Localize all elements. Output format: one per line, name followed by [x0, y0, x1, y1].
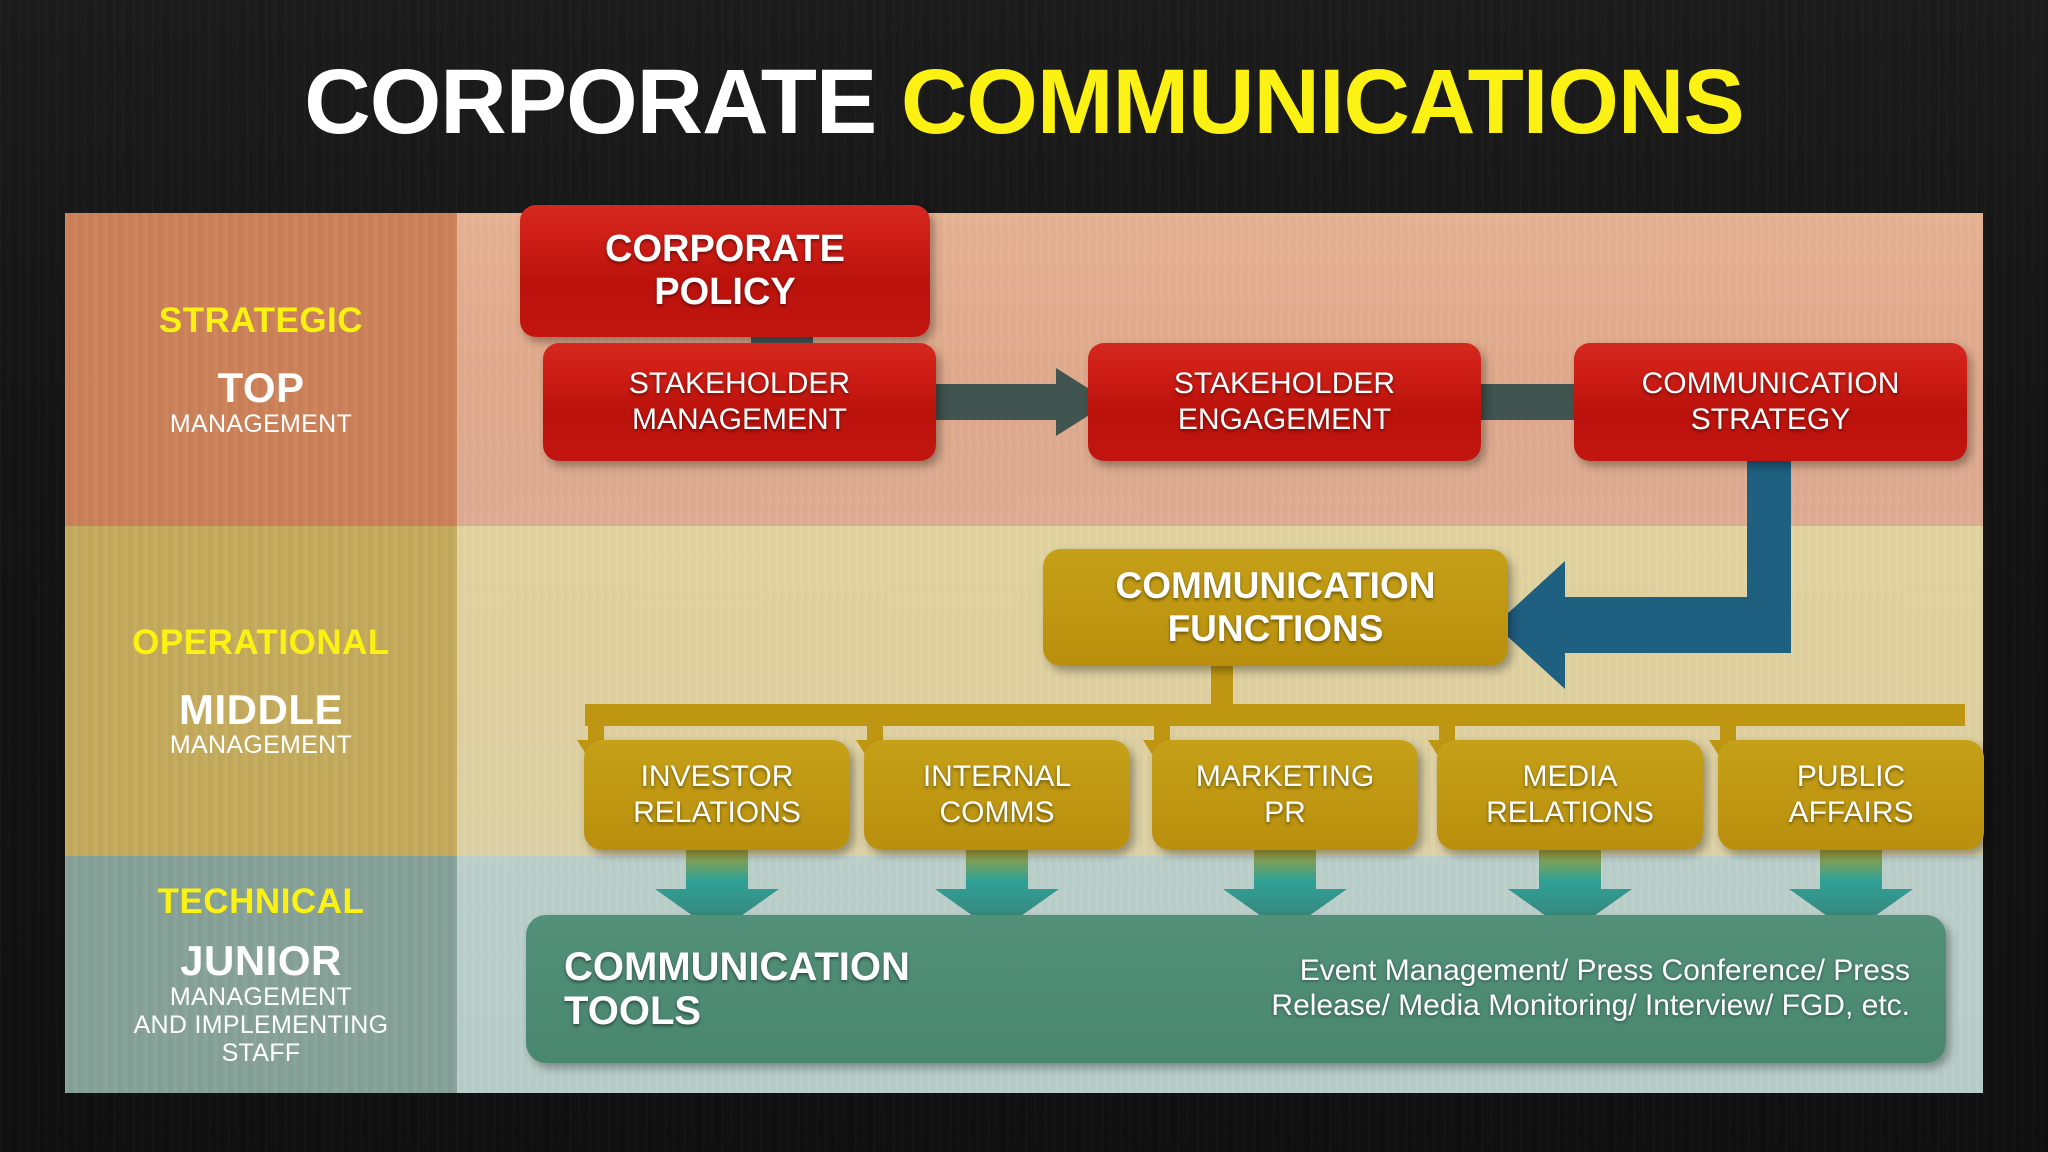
level-sublabel-technical: MANAGEMENT AND IMPLEMENTING STAFF	[133, 982, 389, 1067]
node-stakeholder-engagement-label: STAKEHOLDER ENGAGEMENT	[1173, 367, 1396, 436]
node-public-affairs-label: PUBLIC AFFAIRS	[1788, 760, 1914, 829]
node-investor-relations[interactable]: INVESTOR RELATIONS	[584, 740, 850, 850]
page-title: CORPORATE COMMUNICATIONS	[0, 56, 2048, 148]
level-name-technical: JUNIOR	[180, 937, 342, 985]
node-communication-strategy[interactable]: COMMUNICATION STRATEGY	[1574, 343, 1967, 461]
page-title-accent: COMMUNICATIONS	[900, 51, 1745, 153]
level-sublabel-operational: MANAGEMENT	[169, 731, 353, 760]
node-communication-functions[interactable]: COMMUNICATION FUNCTIONS	[1043, 549, 1508, 666]
node-stakeholder-management[interactable]: STAKEHOLDER MANAGEMENT	[543, 343, 936, 461]
level-stage-label-strategic: STRATEGIC	[158, 301, 364, 341]
node-marketing-pr-label: MARKETING PR	[1195, 760, 1375, 829]
diagram-panel: STRATEGIC TOP MANAGEMENT OPERATIONAL MID…	[65, 205, 1984, 1093]
node-communication-functions-label: COMMUNICATION FUNCTIONS	[1115, 564, 1436, 649]
level-column-technical: TECHNICAL JUNIOR MANAGEMENT AND IMPLEMEN…	[65, 856, 457, 1093]
node-communication-tools-title: COMMUNICATION TOOLS	[564, 945, 910, 1033]
level-name-strategic: TOP	[217, 364, 305, 412]
level-column-operational: OPERATIONAL MIDDLE MANAGEMENT	[65, 526, 457, 856]
page-title-primary: CORPORATE	[304, 51, 877, 153]
node-media-relations-label: MEDIA RELATIONS	[1486, 760, 1654, 829]
elbow-arrow-left-icon	[1495, 457, 1791, 689]
node-internal-comms[interactable]: INTERNAL COMMS	[864, 740, 1130, 850]
arrow-right-icon-1	[920, 368, 1110, 436]
node-internal-comms-label: INTERNAL COMMS	[922, 760, 1072, 829]
level-column-strategic: STRATEGIC TOP MANAGEMENT	[65, 213, 457, 526]
node-communication-tools[interactable]: COMMUNICATION TOOLS Event Management/ Pr…	[526, 915, 1946, 1063]
node-communication-strategy-label: COMMUNICATION STRATEGY	[1641, 367, 1900, 436]
node-marketing-pr[interactable]: MARKETING PR	[1152, 740, 1418, 850]
node-media-relations[interactable]: MEDIA RELATIONS	[1437, 740, 1703, 850]
node-corporate-policy[interactable]: CORPORATE POLICY	[520, 205, 930, 337]
node-stakeholder-management-label: STAKEHOLDER MANAGEMENT	[628, 367, 851, 436]
level-stage-label-technical: TECHNICAL	[157, 882, 365, 922]
level-name-operational: MIDDLE	[179, 685, 343, 733]
node-stakeholder-engagement[interactable]: STAKEHOLDER ENGAGEMENT	[1088, 343, 1481, 461]
node-investor-relations-label: INVESTOR RELATIONS	[633, 760, 801, 829]
node-communication-tools-list: Event Management/ Press Conference/ Pres…	[1271, 954, 1910, 1022]
node-corporate-policy-label: CORPORATE POLICY	[605, 228, 845, 313]
node-public-affairs[interactable]: PUBLIC AFFAIRS	[1718, 740, 1984, 850]
level-sublabel-strategic: MANAGEMENT	[169, 409, 353, 438]
level-stage-label-operational: OPERATIONAL	[132, 622, 390, 662]
